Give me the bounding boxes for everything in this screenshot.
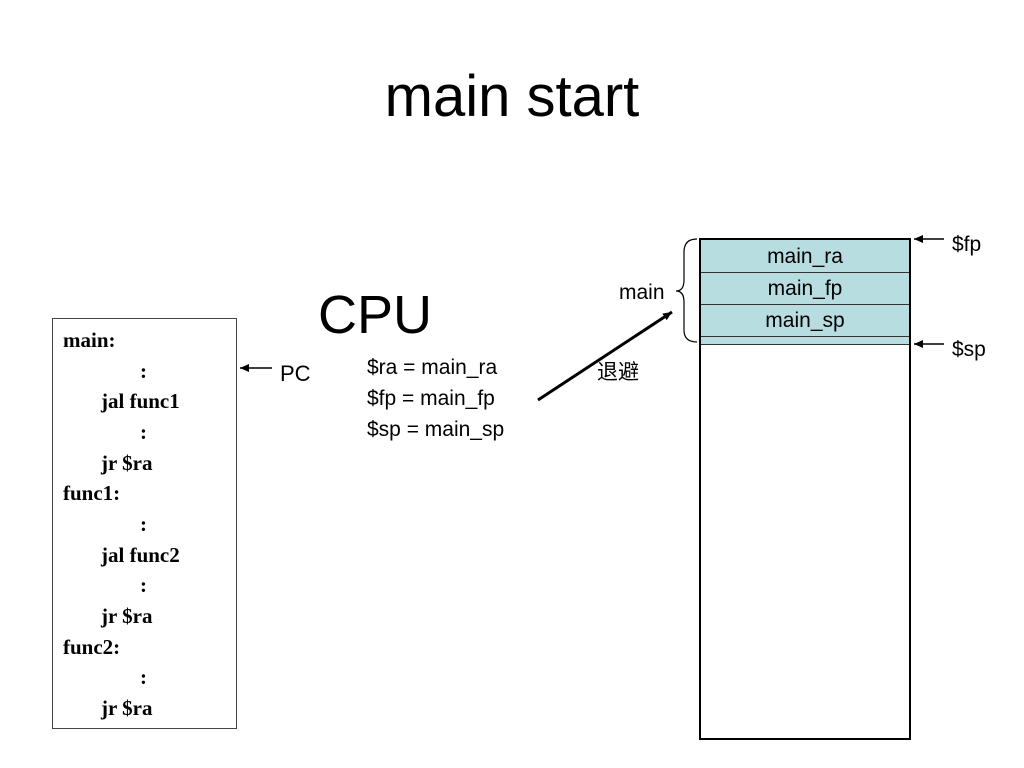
code-line: : (140, 665, 147, 689)
stack-slot-ra: main_ra (701, 240, 909, 273)
code-line: jr $ra (101, 696, 153, 720)
frame-brace (675, 238, 698, 343)
code-line: func1: (63, 481, 121, 505)
sp-pointer-label: $sp (952, 338, 986, 361)
stack-slot-sp: main_sp (701, 305, 909, 337)
code-line: : (140, 420, 147, 444)
cpu-label: CPU (318, 285, 433, 345)
register-sp: $sp = main_sp (367, 418, 505, 441)
pc-label: PC (280, 361, 311, 386)
slide-title: main start (384, 64, 640, 129)
frame-label: main (619, 281, 665, 304)
save-label: 退避 (597, 361, 639, 384)
code-line: jal func2 (101, 543, 180, 567)
code-line: jal func1 (101, 389, 180, 413)
code-line: : (140, 359, 147, 383)
code-line: func2: (63, 635, 121, 659)
code-line: jr $ra (101, 451, 153, 475)
code-line: : (140, 512, 147, 536)
code-line: main: (63, 328, 116, 352)
stack-slot-fp: main_fp (701, 273, 909, 305)
register-fp: $fp = main_fp (367, 387, 495, 410)
code-listing: main: : jal func1 : jr $ra func1: : jal … (52, 318, 237, 729)
code-line: jr $ra (101, 604, 153, 628)
fp-pointer-label: $fp (952, 233, 982, 256)
stack-memory: main_ra main_fp main_sp (699, 238, 911, 740)
save-arrow (537, 310, 673, 402)
stack-slot-empty (701, 337, 909, 345)
code-line: : (140, 573, 147, 597)
register-ra: $ra = main_ra (367, 356, 498, 379)
